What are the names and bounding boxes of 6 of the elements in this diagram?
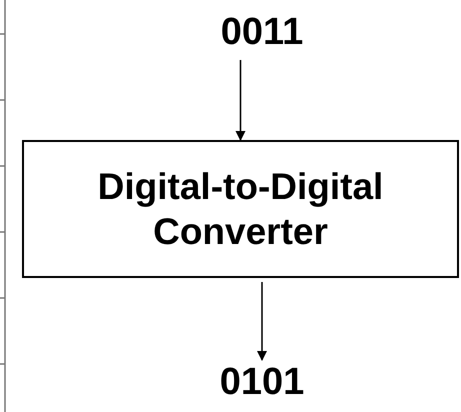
binary-code-label: 0101 [195, 360, 329, 406]
process-box [22, 140, 459, 278]
box-label: Digital-to-Digital Converter [96, 165, 384, 254]
binary-code-label: 0011 [195, 10, 329, 56]
arrow [257, 282, 267, 361]
arrow [236, 60, 246, 141]
